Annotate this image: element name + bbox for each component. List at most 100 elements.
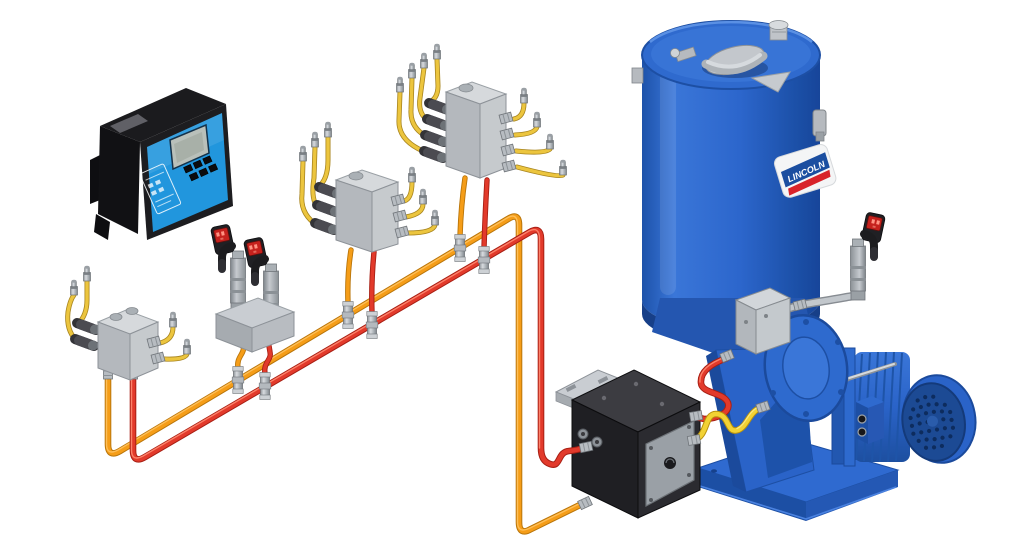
- pump-pressure-sensor: [851, 212, 886, 300]
- t-fitting: [341, 301, 355, 329]
- keypad-button: [208, 163, 219, 173]
- element-bolt: [744, 320, 748, 324]
- manifold-right: [251, 311, 295, 353]
- motor-junction-box: [856, 396, 884, 444]
- lube-point-fitting: [420, 52, 428, 69]
- reservoir-highlight: [660, 70, 676, 295]
- lube-point-fitting: [431, 209, 439, 226]
- outlet-fitting: [77, 323, 100, 335]
- keypad: [183, 155, 219, 182]
- lube-point-fitting: [546, 133, 554, 150]
- pump-unit: LINCOLN: [631, 20, 977, 521]
- cable-gland: [857, 427, 867, 437]
- box-port-nut: [686, 434, 702, 446]
- t-fitting: [365, 311, 379, 339]
- top-plug: [109, 313, 123, 321]
- lid-triangle-mark: [750, 71, 791, 93]
- box-port-nut: [688, 410, 704, 422]
- control-unit: [90, 88, 233, 240]
- cover-plate: [645, 420, 695, 508]
- controller-top: [100, 88, 226, 142]
- pressure-sensor-1: [210, 224, 245, 312]
- reservoir-body: [642, 55, 820, 330]
- lcd-display-inner: [174, 132, 204, 163]
- lube-point-fitting: [183, 338, 191, 355]
- lube-point-fitting: [324, 121, 332, 138]
- side-fitting: [631, 67, 644, 84]
- lube-point-fitting: [419, 188, 427, 205]
- lube-point-fitting: [169, 311, 177, 328]
- lid-handle: [670, 44, 768, 78]
- plate-screw: [649, 446, 653, 450]
- mounting-tab: [94, 214, 110, 240]
- electric-motor: [831, 347, 977, 467]
- flange-bolt: [835, 339, 841, 345]
- flange-bolt: [803, 319, 809, 325]
- outlet-fitting: [424, 151, 447, 163]
- distributor-middle: [299, 121, 439, 253]
- motor-flange-ring: [843, 347, 856, 467]
- pump-housing: [652, 298, 849, 493]
- flange-bolt: [838, 389, 844, 395]
- line-b-port-nut: [578, 440, 594, 454]
- lube-point-fitting: [396, 76, 404, 93]
- base-edge-highlight: [699, 485, 897, 520]
- lube-point-fitting: [520, 87, 528, 104]
- top-plug: [458, 83, 474, 93]
- cable-gland: [857, 414, 867, 424]
- lube-point-fitting: [311, 131, 319, 148]
- main-line-b-red: [129, 226, 590, 468]
- lid-rim-highlight: [649, 20, 813, 43]
- top-plug: [348, 171, 364, 181]
- plate-screw: [649, 498, 653, 502]
- t-fitting: [258, 372, 272, 400]
- block-left: [335, 179, 373, 253]
- base-bolt: [711, 469, 717, 473]
- label-panel: [139, 163, 182, 215]
- filler-cap: [768, 20, 789, 41]
- outlet-fitting: [75, 339, 98, 351]
- box-screw: [633, 381, 639, 387]
- lid-latch: [812, 109, 827, 142]
- t-fitting: [231, 366, 245, 394]
- distributor-left: [65, 265, 191, 381]
- main-line-a-orange: [104, 213, 588, 535]
- lube-point-fitting: [408, 166, 416, 183]
- keypad-button: [188, 171, 199, 182]
- sensor-manifold: [210, 224, 296, 353]
- fan-cover: [901, 374, 977, 464]
- lube-point-fitting: [299, 145, 307, 162]
- box-screw: [601, 395, 607, 401]
- grease-reservoir: LINCOLN: [631, 20, 837, 344]
- keypad-button: [202, 155, 213, 165]
- flange-bolt: [770, 390, 776, 396]
- box-screw: [659, 401, 665, 407]
- plate-screw: [687, 473, 691, 477]
- logo-red-band: [788, 169, 831, 196]
- block-left: [445, 91, 481, 179]
- lube-point-fitting: [83, 265, 91, 282]
- lube-point-fitting: [533, 111, 541, 128]
- keypad-button: [183, 164, 194, 174]
- controller-side: [98, 126, 140, 234]
- lincoln-logo: LINCOLN: [773, 144, 837, 198]
- sensor-pipe: [753, 291, 858, 323]
- logo-blue-band: [780, 152, 830, 188]
- pump-element: [734, 287, 792, 355]
- element-bolt: [764, 314, 768, 318]
- riser-tubes: [235, 175, 490, 377]
- lube-point-fitting: [70, 279, 78, 296]
- changeover-valve-box: [554, 369, 702, 519]
- t-fitting: [453, 234, 467, 262]
- distributor-top-right: [396, 43, 567, 179]
- keypad-button: [192, 159, 203, 170]
- outlet-fitting: [425, 135, 448, 147]
- block-right: [129, 321, 159, 381]
- mounting-tab: [90, 155, 100, 204]
- lube-point-fitting: [408, 62, 416, 79]
- controller-vent: [110, 114, 148, 133]
- plate-screw: [687, 425, 691, 429]
- fan-hub: [926, 415, 938, 427]
